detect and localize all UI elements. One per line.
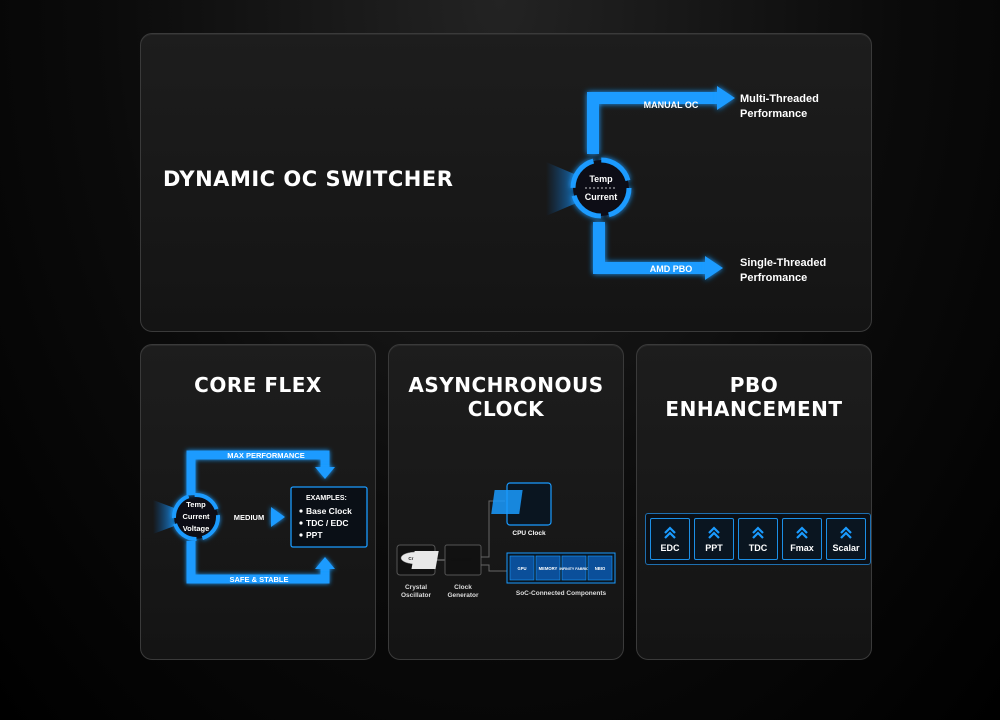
center-line1: Temp [186, 500, 206, 509]
pbo-tile-edc: EDC [650, 518, 690, 560]
soc-block-nbio [587, 555, 613, 581]
double-chevron-up-icon [796, 525, 808, 539]
pbo-tile-label: Scalar [832, 542, 860, 553]
double-chevron-up-icon [840, 525, 852, 539]
safe-stable-path [186, 541, 330, 584]
pbo-tile-label: TDC [748, 542, 768, 553]
double-chevron-up-icon [708, 525, 720, 539]
generator-chip-text: Generator [450, 557, 472, 562]
examples-box [290, 486, 368, 548]
core-flex-title: CORE FLEX [194, 373, 322, 397]
manual-oc-arrow-icon [717, 86, 735, 110]
dynamic-oc-diagram: Temp Current MANUAL OC Multi-Threaded Pe… [546, 86, 826, 284]
multi-threaded-line1: Multi-Threaded [740, 93, 819, 105]
async-clock-diagram: Crystal Crystal Oscillator Generator Clo… [396, 482, 616, 599]
dynamic-oc-switcher-card: DYNAMIC OC SWITCHER Temp Current MANUAL … [140, 33, 872, 332]
cpu-clock-label: CPU Clock [512, 530, 546, 537]
max-performance-arrow-icon [315, 467, 335, 479]
center-bottom-text: Current [585, 192, 618, 202]
core-flex-card: CORE FLEX Temp Current Voltage MAX PERFO… [140, 344, 376, 660]
pbo-tile-fmax: Fmax [782, 518, 822, 560]
double-chevron-up-icon [664, 525, 676, 539]
soc-block-memory [535, 555, 561, 581]
soc-block-label: INFINITY FABRIC [559, 567, 589, 571]
soc-block-infinity-fabric [561, 555, 587, 581]
asynchronous-clock-title: ASYNCHRONOUS CLOCK [408, 373, 604, 421]
pbo-tile-label: PPT [705, 542, 723, 553]
examples-header: EXAMPLES: [306, 495, 347, 502]
safe-stable-arrow-icon [315, 557, 335, 569]
clock-generator-chip-icon [444, 544, 482, 576]
multi-threaded-line2: Performance [740, 108, 807, 120]
single-threaded-line2: Perfromance [740, 272, 807, 284]
soc-components-label: SoC-Connected Components [516, 590, 607, 597]
soc-block-gpu [509, 555, 535, 581]
pbo-enhancement-title: PBO ENHANCEMENT [665, 373, 843, 421]
soc-block-label: GPU [517, 566, 526, 571]
soc-block-label: NBIO [595, 566, 606, 571]
crystal-label-1: Crystal [405, 584, 427, 591]
pbo-tile-label: EDC [660, 542, 680, 553]
amd-pbo-label: AMD PBO [650, 264, 693, 274]
pbo-tile-label: Fmax [790, 542, 814, 553]
example-item: TDC / EDC [306, 518, 349, 528]
center-line2: Current [182, 512, 210, 521]
medium-arrow-icon [271, 507, 285, 527]
pbo-parameter-row: EDC PPT TDC Fmax Scalar [645, 513, 871, 565]
dynamic-oc-switcher-title: DYNAMIC OC SWITCHER [163, 167, 454, 191]
input-cone-icon [153, 500, 177, 534]
amd-pbo-arrow-icon [705, 256, 723, 280]
center-line3: Voltage [183, 524, 210, 533]
amd-pbo-path [593, 222, 707, 274]
pbo-tile-scalar: Scalar [826, 518, 866, 560]
example-item: Base Clock [306, 506, 352, 516]
medium-label: MEDIUM [234, 513, 264, 522]
manual-oc-label: MANUAL OC [644, 100, 699, 110]
crystal-label-2: Oscillator [401, 592, 431, 599]
pbo-tile-tdc: TDC [738, 518, 778, 560]
generator-label-2: Generator [447, 592, 479, 599]
manual-oc-path [587, 92, 719, 154]
pbo-enhancement-card: PBO ENHANCEMENT EDC PPT TDC Fmax Scalar [636, 344, 872, 660]
max-performance-label: MAX PERFORMANCE [227, 451, 305, 460]
double-chevron-up-icon [752, 525, 764, 539]
pbo-tile-ppt: PPT [694, 518, 734, 560]
center-top-text: Temp [589, 174, 613, 184]
max-performance-path [186, 450, 330, 495]
single-threaded-line1: Single-Threaded [740, 257, 826, 269]
generator-label-1: Clock [454, 584, 472, 591]
core-flex-diagram: Temp Current Voltage MAX PERFORMANCE MED… [153, 450, 368, 584]
safe-stable-label: SAFE & STABLE [229, 575, 288, 584]
temp-current-voltage-ring-icon [172, 493, 220, 541]
soc-block-label: MEMORY [539, 566, 558, 571]
example-item: PPT [306, 530, 323, 540]
asynchronous-clock-card: ASYNCHRONOUS CLOCK Crystal Crystal Oscil… [388, 344, 624, 660]
